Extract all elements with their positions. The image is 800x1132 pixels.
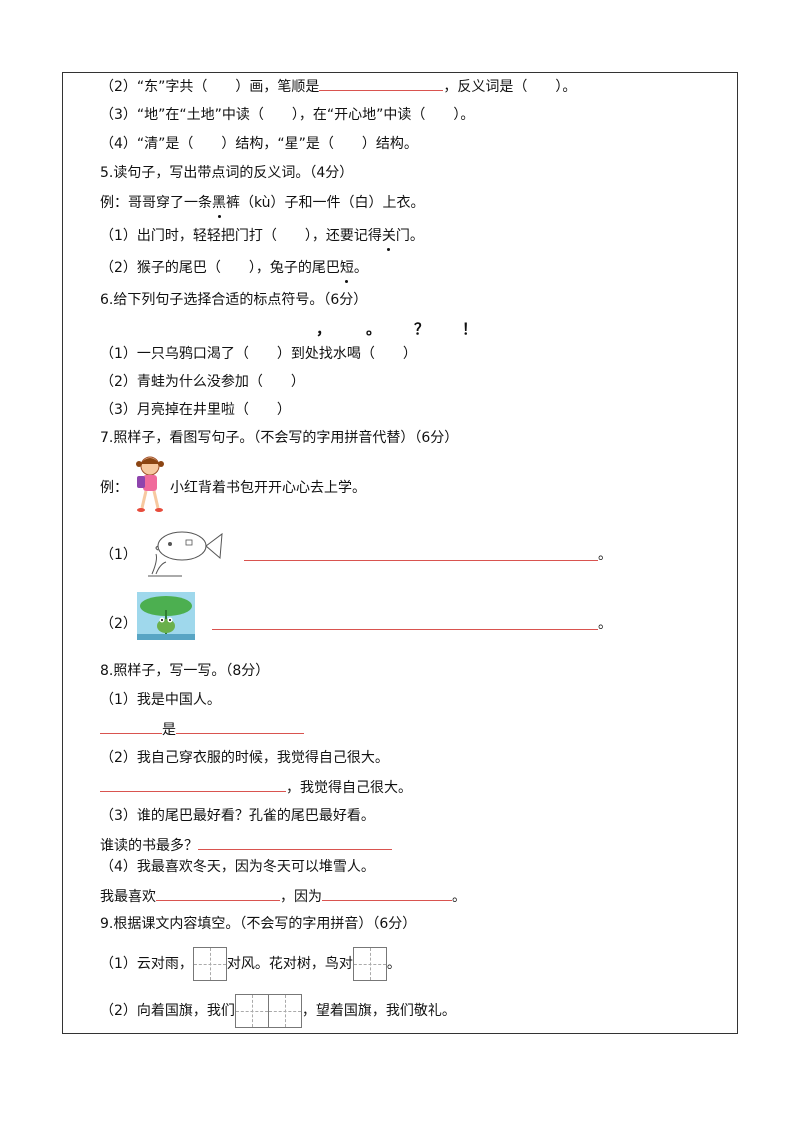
answer-blank[interactable] <box>100 777 286 792</box>
punct-comma: ， <box>316 320 332 338</box>
frog-on-lotus-image <box>137 592 195 640</box>
answer-line[interactable] <box>212 615 598 630</box>
q6-line-3: （3）月亮掉在井里啦（ ） <box>100 402 291 418</box>
exam-frame <box>62 72 738 1034</box>
q9-line-1: （1）云对雨，对风。花对树，鸟对。 <box>100 946 401 982</box>
q7-title: 7.照样子，看图写句子。（不会写的字用拼音代替）（6分） <box>100 430 459 446</box>
q8-line-4: （4）我最喜欢冬天，因为冬天可以堆雪人。 <box>100 859 375 875</box>
q7-example-label: 例： <box>100 480 128 496</box>
q8-answer-4: 我最喜欢，因为。 <box>100 886 466 907</box>
writing-grid-box[interactable] <box>192 947 227 981</box>
q8-line-3: （3）谁的尾巴最好看？孔雀的尾巴最好看。 <box>100 808 375 824</box>
q8-title: 8.照样子，写一写。（8分） <box>100 663 270 679</box>
punct-question: ？ <box>414 320 430 338</box>
q7-line-2: （2） <box>100 616 137 632</box>
q5-line-1: （1）出门时，轻轻把门打（ ），还要记得关门。 <box>100 228 424 251</box>
answer-blank[interactable] <box>176 719 304 734</box>
punct-exclamation: ！ <box>462 320 478 338</box>
dotted-word: 短 <box>339 260 354 283</box>
q7-example-sentence: 小红背着书包开开心心去上学。 <box>170 480 366 496</box>
fish-sketch-image <box>148 531 223 577</box>
answer-blank[interactable] <box>198 835 392 850</box>
dotted-word: 关 <box>381 228 396 251</box>
q4-line-3: （3）“地”在“土地”中读（ ），在“开心地”中读（ ）。 <box>100 107 475 123</box>
q5-line-2: （2）猴子的尾巴（ ），兔子的尾巴短。 <box>100 260 368 283</box>
q4-line-2: （2）“东”字共（ ）画，笔顺是，反义词是（ ）。 <box>100 76 576 97</box>
q8-line-2: （2）我自己穿衣服的时候，我觉得自己很大。 <box>100 750 389 766</box>
q7-line-1: （1） <box>100 547 137 563</box>
q6-title: 6.给下列句子选择合适的标点符号。（6分） <box>100 292 368 308</box>
q8-answer-2: ，我觉得自己很大。 <box>100 777 412 798</box>
answer-blank[interactable] <box>319 76 444 91</box>
answer-blank[interactable] <box>156 886 280 901</box>
girl-with-backpack-image <box>136 456 164 512</box>
q9-line-2: （2）向着国旗，我们，望着国旗，我们敬礼。 <box>100 993 456 1029</box>
q8-answer-1: 是 <box>100 719 304 740</box>
q9-title: 9.根据课文内容填空。（不会写的字用拼音）（6分） <box>100 916 417 932</box>
q6-line-1: （1）一只乌鸦口渴了（ ）到处找水喝（ ） <box>100 346 417 362</box>
answer-blank[interactable] <box>100 719 162 734</box>
q5-title: 5.读句子，写出带点词的反义词。（4分） <box>100 165 354 181</box>
writing-grid-box[interactable] <box>267 994 302 1028</box>
dotted-word: 黑 <box>212 195 226 218</box>
answer-blank[interactable] <box>322 886 452 901</box>
writing-grid-box[interactable] <box>234 994 269 1028</box>
writing-grid-box[interactable] <box>352 947 387 981</box>
punct-period: 。 <box>366 320 382 338</box>
q5-example: 例：哥哥穿了一条黑裤（kù）子和一件（白）上衣。 <box>100 195 425 218</box>
q4-line-4: （4）“清”是（ ）结构，“星”是（ ）结构。 <box>100 136 418 152</box>
q6-line-2: （2）青蛙为什么没参加（ ） <box>100 374 305 390</box>
q8-line-1: （1）我是中国人。 <box>100 692 221 708</box>
answer-line[interactable] <box>244 546 598 561</box>
q8-answer-3: 谁读的书最多？ <box>100 835 392 856</box>
